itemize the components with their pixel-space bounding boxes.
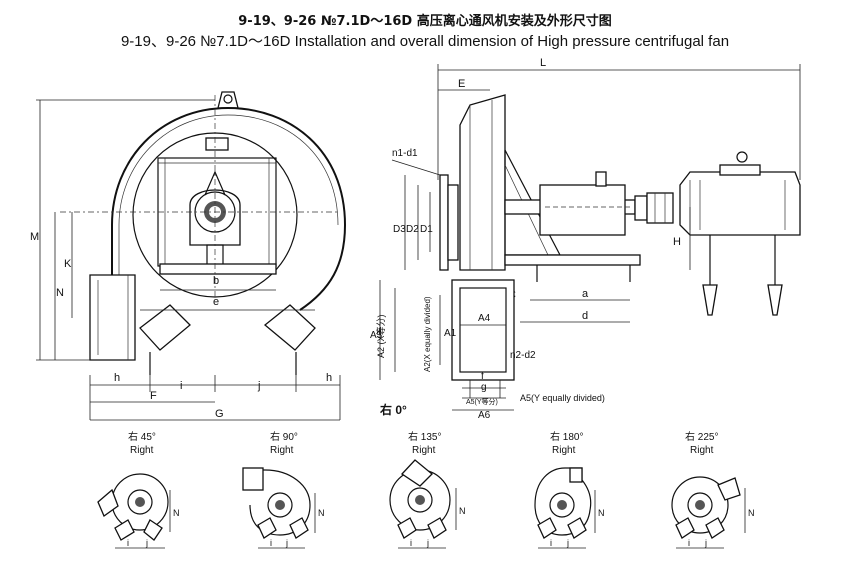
dim-A2-en-label: A2(X equally divided): [423, 296, 432, 372]
thumb-225-N: N: [748, 508, 755, 518]
thumb-225-i: i: [688, 538, 690, 548]
thumb-180-j: j: [566, 538, 569, 548]
rotation-90: 右 90° Right N i j: [242, 430, 325, 549]
base-rail: [504, 254, 641, 266]
dim-a-label: a: [582, 288, 589, 300]
rotation-180-en: Right: [552, 445, 576, 456]
thumb-180-N: N: [598, 508, 605, 518]
dim-h-left-label: h: [114, 372, 120, 384]
dim-G-label: G: [215, 408, 224, 420]
dim-j-label: j: [257, 380, 260, 392]
thumb-180-i: i: [550, 538, 552, 548]
dim-A4-label: A4: [478, 313, 491, 324]
thumb-90-j: j: [285, 538, 288, 548]
dim-n2d2-label: n2-d2: [510, 350, 536, 361]
inlet-flange: [439, 174, 449, 271]
thumb-135-i: i: [410, 538, 412, 548]
rotation-135-cn: 右 135°: [408, 430, 441, 443]
thumb-45-N: N: [173, 508, 180, 518]
rotation-0-label: 右 0°: [379, 402, 407, 417]
rotation-45: 右 45° Right N i j: [97, 430, 180, 549]
rotation-45-en: Right: [130, 445, 154, 456]
rotation-135-en: Right: [412, 445, 436, 456]
rotation-thumbnails: 右 45° Right N i j 右 90° Right N i: [97, 430, 755, 549]
motor: [679, 171, 801, 236]
scroll-casing: [111, 106, 346, 275]
dim-D1-label: D1: [420, 224, 433, 235]
left-foot: [139, 304, 191, 351]
dim-A1-label: A1: [444, 328, 457, 339]
coupling: [634, 195, 648, 221]
outlet-flange: [89, 274, 136, 361]
outlet-view: A4 A3 A2 (X等分) A2(X equally divided) A1 …: [370, 279, 605, 421]
dim-f-label: f: [481, 371, 484, 382]
bearing-box: [539, 184, 626, 236]
rotation-45-cn: 右 45°: [128, 430, 156, 443]
rotation-225-en: Right: [690, 445, 714, 456]
rotation-180-cn: 右 180°: [550, 430, 583, 443]
casing-side: [459, 94, 506, 271]
dim-e-label: e: [213, 296, 219, 308]
dim-F-label: F: [150, 390, 157, 402]
thumb-90-N: N: [318, 508, 325, 518]
rotation-225: 右 225° Right N i j: [671, 430, 755, 549]
dim-E-label: E: [458, 78, 465, 90]
thumb-90-i: i: [270, 538, 272, 548]
nameplate: [205, 137, 229, 151]
rotation-135: 右 135° Right N i j: [389, 430, 466, 549]
rotation-225-cn: 右 225°: [685, 430, 718, 443]
dim-d-label: d: [582, 310, 588, 322]
dim-D3-label: D3: [393, 224, 406, 235]
dim-A2-label: A2 (X等分): [375, 314, 386, 358]
dim-g-label: g: [481, 382, 487, 393]
dim-i-label: i: [180, 380, 182, 392]
dim-K-label: K: [64, 258, 72, 270]
side-view: L E: [391, 57, 801, 323]
rotation-180: 右 180° Right N i j: [534, 430, 605, 549]
outlet-flange-front: [451, 279, 515, 381]
title-english: 9-19、9-26 №7.1D～16D Installation and ove…: [120, 33, 730, 50]
dim-n1d1-label: n1-d1: [392, 148, 418, 159]
thumb-225-j: j: [704, 538, 707, 548]
thumb-135-j: j: [426, 538, 429, 548]
title-chinese: 9-19、9-26 №7.1D～16D 高压离心通风机安装及外形尺寸图: [238, 14, 612, 29]
rotation-90-en: Right: [270, 445, 294, 456]
dim-A3-label: A3: [370, 330, 383, 341]
dim-A5-label: A5(Y等分): [466, 397, 498, 406]
motor-left-leg: [702, 284, 718, 316]
dim-b-label: b: [213, 275, 219, 287]
thumb-45-j: j: [145, 538, 148, 548]
motor-right-leg: [767, 284, 783, 316]
rotation-90-cn: 右 90°: [270, 430, 298, 443]
right-foot: [263, 304, 316, 351]
thumb-45-i: i: [127, 538, 129, 548]
dim-M-label: M: [30, 231, 39, 243]
dim-A6-label: A6: [478, 410, 491, 421]
dim-N-label: N: [56, 287, 64, 299]
dim-A5-en-label: A5(Y equally divided): [520, 393, 605, 403]
dim-L-label: L: [540, 57, 546, 69]
front-view: M K N b e h i j h F G: [30, 91, 346, 421]
dim-H-label: H: [673, 236, 681, 248]
dim-D2-label: D2: [406, 224, 419, 235]
dim-h-right-label: h: [326, 372, 332, 384]
thumb-135-N: N: [459, 506, 466, 516]
